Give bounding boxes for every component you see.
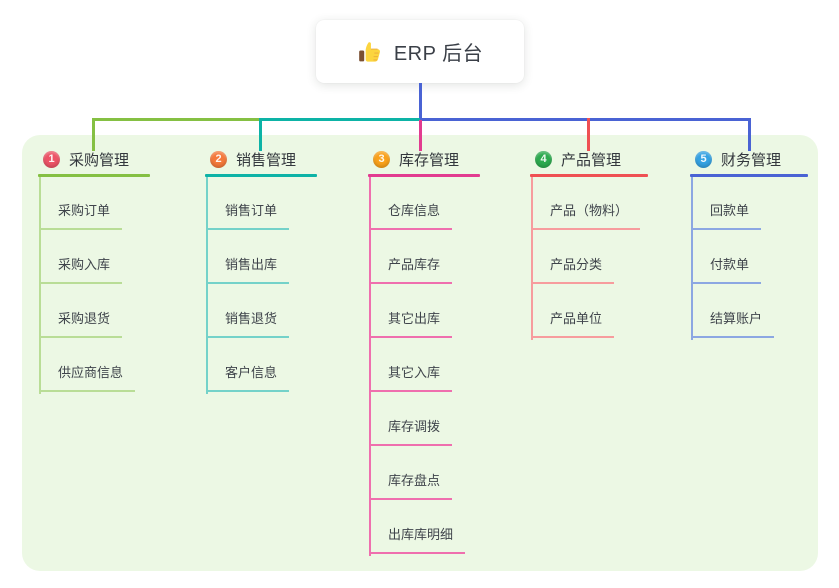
- rail-segment-blue: [420, 118, 751, 121]
- child-label: 销售出库: [225, 257, 278, 272]
- child-label: 库存盘点: [388, 473, 441, 488]
- child-label: 产品库存: [388, 257, 441, 272]
- rail-segment-green: [92, 118, 261, 121]
- branch-node-finance[interactable]: 5 财务管理: [690, 148, 808, 170]
- child-label: 库存调拨: [388, 419, 441, 434]
- branch-underline: [530, 174, 648, 177]
- child-label: 产品单位: [550, 311, 603, 326]
- child-node[interactable]: 结算账户: [691, 302, 775, 338]
- branch-trunk-line: [691, 177, 693, 340]
- branch-column-product: 4 产品管理 产品（物料） 产品分类 产品单位: [530, 148, 648, 340]
- branch-label: 库存管理: [399, 151, 460, 169]
- drop-line-product: [587, 118, 590, 151]
- branch-node-sales[interactable]: 2 销售管理: [205, 148, 317, 170]
- child-node[interactable]: 付款单: [691, 248, 762, 284]
- child-label: 回款单: [710, 203, 750, 218]
- branch-trunk-line: [39, 177, 41, 394]
- rail-segment-teal: [261, 118, 421, 121]
- branch-column-finance: 5 财务管理 回款单 付款单 结算账户: [690, 148, 808, 340]
- drop-line-finance: [748, 118, 751, 151]
- branch-trunk-line: [369, 177, 371, 556]
- child-label: 采购退货: [58, 311, 111, 326]
- branch-label: 财务管理: [721, 151, 782, 169]
- branch-trunk-line: [531, 177, 533, 340]
- branch-label: 产品管理: [561, 151, 622, 169]
- child-label: 采购订单: [58, 203, 111, 218]
- badge-1-icon: 1: [43, 150, 60, 168]
- drop-line-purchase: [92, 118, 95, 151]
- thumbs-up-icon: [357, 39, 383, 65]
- badge-2-icon: 2: [210, 150, 227, 168]
- drop-line-sales: [259, 118, 262, 151]
- child-label: 产品分类: [550, 257, 603, 272]
- child-label: 仓库信息: [388, 203, 441, 218]
- child-node[interactable]: 回款单: [691, 194, 762, 230]
- branch-column-purchase: 1 采购管理 采购订单 采购入库 采购退货 供应商信息: [38, 148, 150, 394]
- child-node[interactable]: 供应商信息: [39, 356, 136, 392]
- child-label: 结算账户: [710, 311, 763, 326]
- child-node[interactable]: 客户信息: [206, 356, 290, 392]
- child-node[interactable]: 销售退货: [206, 302, 290, 338]
- branch-node-purchase[interactable]: 1 采购管理: [38, 148, 150, 170]
- branch-label: 采购管理: [69, 151, 130, 169]
- child-node[interactable]: 其它出库: [369, 302, 453, 338]
- child-label: 其它出库: [388, 311, 441, 326]
- child-node[interactable]: 产品单位: [531, 302, 615, 338]
- branch-column-sales: 2 销售管理 销售订单 销售出库 销售退货 客户信息: [205, 148, 317, 394]
- child-node[interactable]: 产品（物料）: [531, 194, 641, 230]
- child-node[interactable]: 采购退货: [39, 302, 123, 338]
- branch-node-inventory[interactable]: 3 库存管理: [368, 148, 480, 170]
- child-node[interactable]: 其它入库: [369, 356, 453, 392]
- root-node[interactable]: ERP 后台: [316, 20, 524, 83]
- child-node[interactable]: 产品分类: [531, 248, 615, 284]
- badge-3-icon: 3: [373, 150, 390, 168]
- child-node[interactable]: 仓库信息: [369, 194, 453, 230]
- branch-underline: [690, 174, 808, 177]
- badge-5-icon: 5: [695, 150, 712, 168]
- branch-underline: [38, 174, 150, 177]
- child-node[interactable]: 采购入库: [39, 248, 123, 284]
- child-label: 销售退货: [225, 311, 278, 326]
- child-label: 付款单: [710, 257, 750, 272]
- child-node[interactable]: 销售订单: [206, 194, 290, 230]
- child-label: 其它入库: [388, 365, 441, 380]
- child-node[interactable]: 销售出库: [206, 248, 290, 284]
- root-stem-line: [419, 83, 422, 119]
- child-node[interactable]: 出库库明细: [369, 518, 466, 554]
- child-label: 产品（物料）: [550, 203, 629, 218]
- child-label: 供应商信息: [58, 365, 124, 380]
- child-label: 客户信息: [225, 365, 278, 380]
- drop-line-inventory: [419, 120, 422, 151]
- root-title: ERP 后台: [393, 43, 484, 65]
- child-label: 采购入库: [58, 257, 111, 272]
- branch-underline: [205, 174, 317, 177]
- branch-underline: [368, 174, 480, 177]
- child-node[interactable]: 产品库存: [369, 248, 453, 284]
- badge-4-icon: 4: [535, 150, 552, 168]
- child-node[interactable]: 采购订单: [39, 194, 123, 230]
- branch-label: 销售管理: [236, 151, 297, 169]
- branch-trunk-line: [206, 177, 208, 394]
- child-label: 出库库明细: [388, 527, 454, 542]
- child-node[interactable]: 库存盘点: [369, 464, 453, 500]
- child-label: 销售订单: [225, 203, 278, 218]
- child-node[interactable]: 库存调拨: [369, 410, 453, 446]
- branch-node-product[interactable]: 4 产品管理: [530, 148, 648, 170]
- branch-column-inventory: 3 库存管理 仓库信息 产品库存 其它出库 其它入库 库存调拨 库存盘点 出库库…: [368, 148, 480, 556]
